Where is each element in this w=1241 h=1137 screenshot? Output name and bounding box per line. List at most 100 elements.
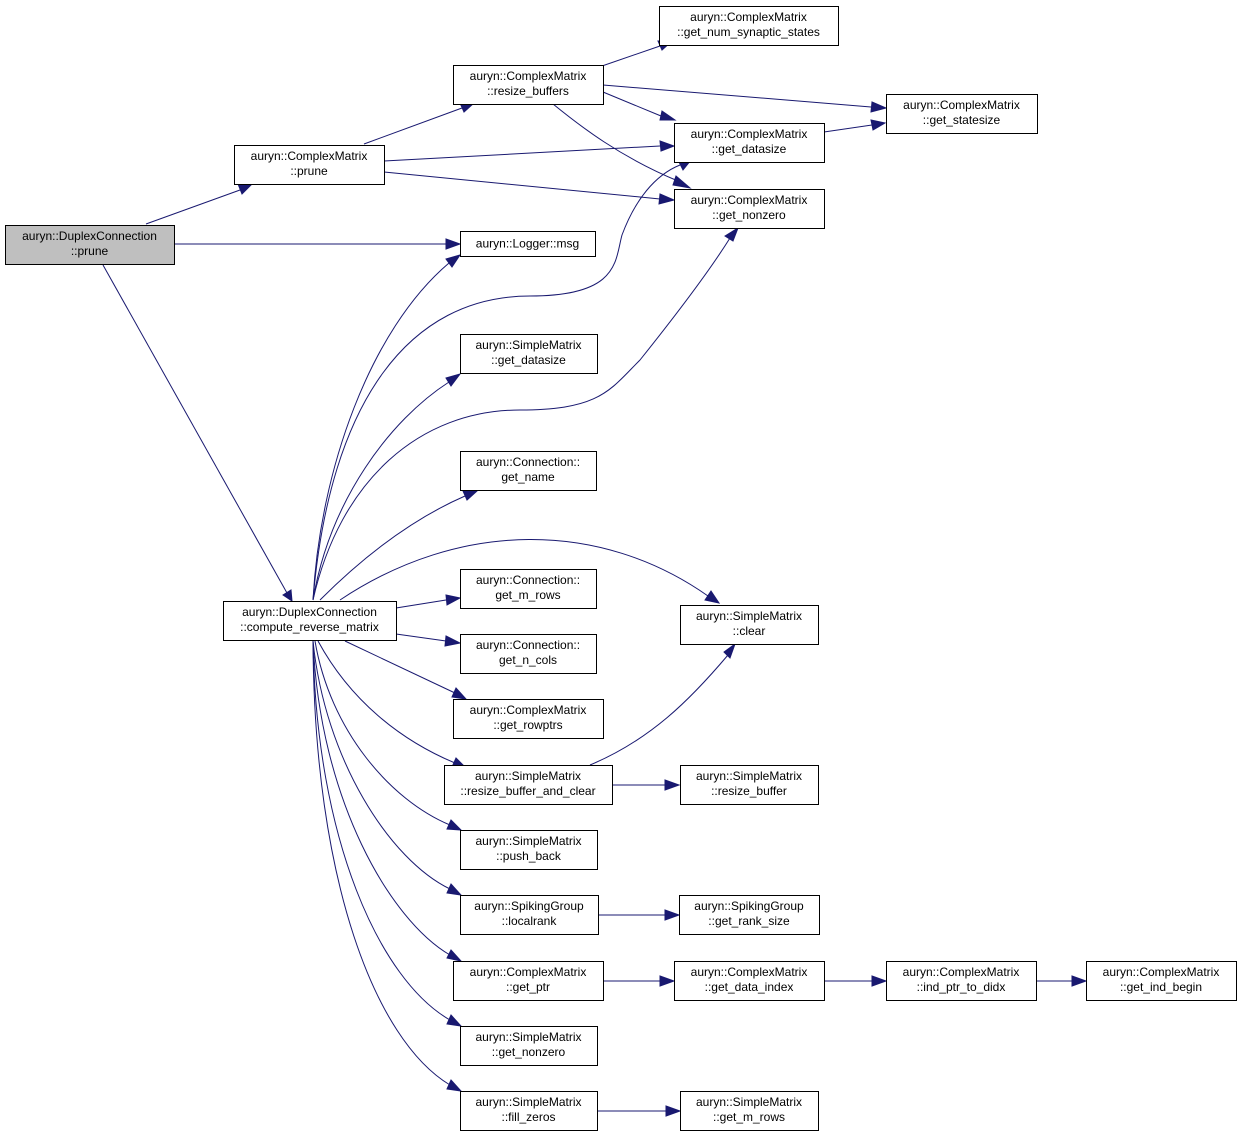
arrowhead-icon xyxy=(659,975,676,987)
node-cm-get-datasize[interactable]: auryn::ComplexMatrix::get_datasize xyxy=(674,123,825,163)
arrowhead-icon xyxy=(446,949,463,962)
call-edge-dc_compute_rev-to-cm_get_ptr xyxy=(312,640,463,962)
arrowhead-icon xyxy=(659,110,677,121)
node-conn-get-n-cols[interactable]: auryn::Connection::get_n_cols xyxy=(460,634,597,674)
call-edge-dc_compute_rev-to-sm_get_nonzero xyxy=(312,640,463,1027)
node-sg-localrank[interactable]: auryn::SpikingGroup::localrank xyxy=(460,895,599,935)
node-box xyxy=(679,895,820,935)
node-box xyxy=(234,145,385,185)
node-label-line1: auryn::ComplexMatrix xyxy=(903,965,1020,979)
arrowhead-icon xyxy=(446,1079,463,1092)
call-edge-cm_ind_ptr_to_didx-to-cm_get_ind_begin xyxy=(1036,975,1088,987)
node-sg-get-rank-size[interactable]: auryn::SpikingGroup::get_rank_size xyxy=(679,895,820,935)
arrowhead-icon xyxy=(282,589,293,602)
call-edge-cm_resize_buffers-to-cm_get_statesize xyxy=(602,84,888,113)
edge-line xyxy=(312,381,450,601)
call-edge-cm_resize_buffers-to-cm_get_datasize xyxy=(602,91,677,121)
node-label-line1: auryn::ComplexMatrix xyxy=(691,965,808,979)
node-sm-push-back[interactable]: auryn::SimpleMatrix::push_back xyxy=(460,830,598,870)
node-sm-get-nonzero[interactable]: auryn::SimpleMatrix::get_nonzero xyxy=(460,1026,598,1066)
node-cm-get-statesize[interactable]: auryn::ComplexMatrix::get_statesize xyxy=(886,94,1038,134)
node-sm-resize-buf-clear[interactable]: auryn::SimpleMatrix::resize_buffer_and_c… xyxy=(444,765,613,805)
arrowhead-icon xyxy=(664,909,681,921)
node-label-line2: ::compute_reverse_matrix xyxy=(240,620,379,634)
edge-line xyxy=(339,539,709,601)
node-dc-prune[interactable]: auryn::DuplexConnection::prune xyxy=(5,225,175,265)
node-box xyxy=(680,1091,819,1131)
arrowhead-icon xyxy=(723,642,737,659)
node-label-line2: ::get_data_index xyxy=(705,980,794,994)
edge-line xyxy=(601,45,661,67)
node-box xyxy=(680,765,819,805)
node-cm-get-num-syn[interactable]: auryn::ComplexMatrix::get_num_synaptic_s… xyxy=(659,6,839,46)
node-box xyxy=(453,961,604,1001)
call-edge-dc_prune-to-cm_prune xyxy=(145,183,254,225)
call-edge-cm_prune-to-cm_get_nonzero xyxy=(383,171,676,205)
arrowhead-icon xyxy=(658,193,676,205)
arrowhead-icon xyxy=(1071,975,1088,987)
arrowhead-icon xyxy=(665,1105,682,1117)
arrowhead-icon xyxy=(446,1014,463,1027)
node-sm-get-m-rows[interactable]: auryn::SimpleMatrix::get_m_rows xyxy=(680,1091,819,1131)
node-cm-resize-buffers[interactable]: auryn::ComplexMatrix::resize_buffers xyxy=(453,65,604,105)
arrowhead-icon xyxy=(724,226,739,242)
node-box xyxy=(460,1091,598,1131)
node-box xyxy=(680,605,819,645)
node-cm-prune[interactable]: auryn::ComplexMatrix::prune xyxy=(234,145,385,185)
node-cm-get-rowptrs[interactable]: auryn::ComplexMatrix::get_rowptrs xyxy=(453,699,604,739)
node-dc-compute-rev[interactable]: auryn::DuplexConnection::compute_reverse… xyxy=(223,601,397,641)
node-sm-clear[interactable]: auryn::SimpleMatrix::clear xyxy=(680,605,819,645)
node-label-line1: auryn::SimpleMatrix xyxy=(696,609,802,623)
edge-line xyxy=(314,640,451,826)
arrowhead-icon xyxy=(870,101,888,113)
node-label-line2: ::prune xyxy=(71,244,109,258)
call-edge-dc_compute_rev-to-sm_clear xyxy=(339,539,721,604)
node-label-line1: auryn::ComplexMatrix xyxy=(903,98,1020,112)
function-nodes: auryn::DuplexConnection::pruneauryn::Com… xyxy=(5,6,1237,1131)
node-sm-get-datasize[interactable]: auryn::SimpleMatrix::get_datasize xyxy=(460,334,598,374)
edge-line xyxy=(383,145,661,162)
node-cm-get-nonzero[interactable]: auryn::ComplexMatrix::get_nonzero xyxy=(674,189,825,229)
node-label-line1: auryn::Logger::msg xyxy=(476,237,579,251)
call-edge-dc_prune-to-dc_compute_rev xyxy=(102,264,293,602)
node-label-line2: ::get_nonzero xyxy=(712,208,786,222)
node-box xyxy=(5,225,175,265)
node-label-line2: ::get_ptr xyxy=(506,980,550,994)
node-label-line1: auryn::SpikingGroup xyxy=(694,899,804,913)
node-label-line1: auryn::Connection:: xyxy=(476,573,580,587)
node-box xyxy=(674,961,825,1001)
call-edge-dc_compute_rev-to-conn_get_name xyxy=(319,490,479,601)
edge-line xyxy=(395,633,447,642)
node-cm-get-data-index[interactable]: auryn::ComplexMatrix::get_data_index xyxy=(674,961,825,1001)
node-box xyxy=(453,699,604,739)
call-edge-dc_compute_rev-to-conn_get_n_cols xyxy=(395,633,462,647)
node-box xyxy=(1086,961,1237,1001)
node-label-line2: ::get_datasize xyxy=(712,142,787,156)
node-sm-fill-zeros[interactable]: auryn::SimpleMatrix::fill_zeros xyxy=(460,1091,598,1131)
edge-line xyxy=(319,495,466,601)
node-box xyxy=(460,830,598,870)
call-edge-dc_compute_rev-to-sm_resize_buf_clear xyxy=(317,640,468,769)
call-edge-dc_compute_rev-to-cm_get_rowptrs xyxy=(344,640,468,700)
node-label-line1: auryn::SimpleMatrix xyxy=(475,1095,581,1109)
node-cm-get-ind-begin[interactable]: auryn::ComplexMatrix::get_ind_begin xyxy=(1086,961,1237,1001)
node-conn-get-name[interactable]: auryn::Connection::get_name xyxy=(460,451,597,491)
arrowhead-icon xyxy=(445,238,462,250)
node-box xyxy=(460,231,596,257)
node-label-line1: auryn::ComplexMatrix xyxy=(691,127,808,141)
node-cm-ind-ptr-to-didx[interactable]: auryn::ComplexMatrix::ind_ptr_to_didx xyxy=(886,961,1037,1001)
node-label-line2: get_name xyxy=(501,470,555,484)
node-conn-get-m-rows[interactable]: auryn::Connection::get_m_rows xyxy=(460,569,597,609)
node-logger-msg[interactable]: auryn::Logger::msg xyxy=(460,231,596,257)
node-sm-resize-buffer[interactable]: auryn::SimpleMatrix::resize_buffer xyxy=(680,765,819,805)
node-label-line2: ::fill_zeros xyxy=(501,1110,555,1124)
arrowhead-icon xyxy=(445,373,462,387)
call-edge-cm_get_data_index-to-cm_ind_ptr_to_didx xyxy=(824,975,888,987)
node-label-line2: ::get_rank_size xyxy=(708,914,790,928)
node-label-line1: auryn::ComplexMatrix xyxy=(1103,965,1220,979)
edge-line xyxy=(344,640,456,694)
node-cm-get-ptr[interactable]: auryn::ComplexMatrix::get_ptr xyxy=(453,961,604,1001)
call-edge-dc_compute_rev-to-conn_get_m_rows xyxy=(395,594,462,609)
edge-line xyxy=(589,654,729,766)
arrowhead-icon xyxy=(659,140,676,152)
